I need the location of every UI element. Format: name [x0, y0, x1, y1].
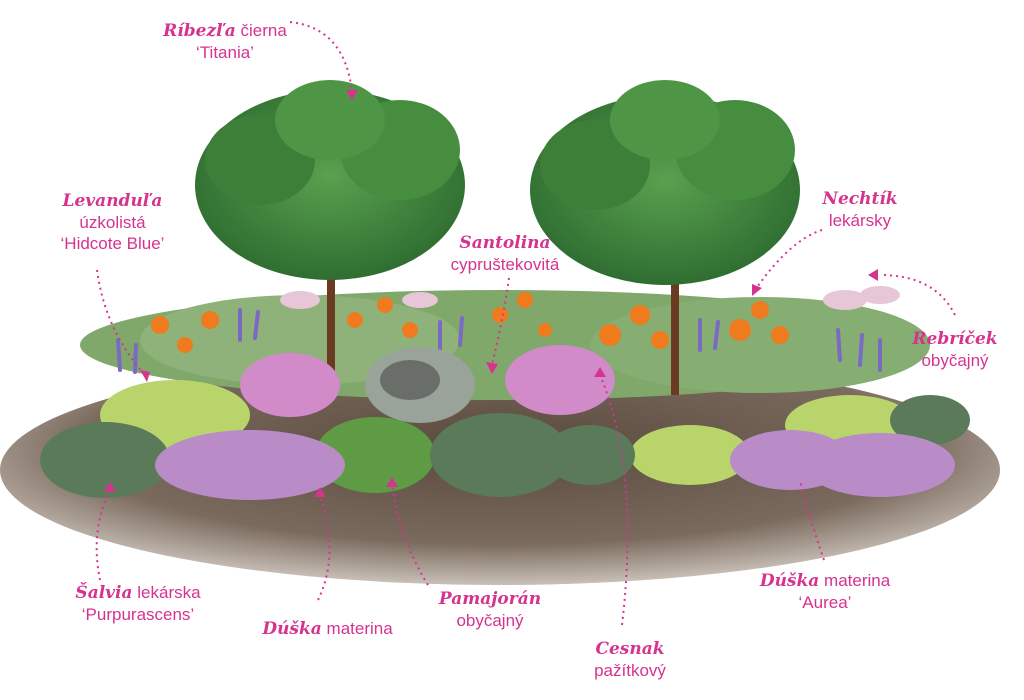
label-santolina-name: Santolina [459, 233, 551, 253]
currant-tree-right [530, 80, 800, 395]
label-salvia-variety: ‘Purpurascens’ [81, 605, 195, 624]
santolina-bush [365, 347, 475, 423]
label-salvia-desc: lekárska [137, 583, 201, 602]
pointer-lines [95, 21, 956, 626]
label-santolina-desc: cypruštekovitá [450, 255, 560, 274]
label-pamajoran: Pamajorán obyčajný [425, 588, 555, 631]
label-duska2-desc: materina [824, 571, 891, 590]
label-duska2-variety: ‘Aurea’ [798, 593, 852, 612]
calendula-flowers [151, 292, 789, 353]
label-duska1-name: Dúška [262, 619, 322, 639]
label-pamajoran-desc: obyčajný [456, 611, 524, 630]
label-nechtik-desc: lekársky [828, 211, 892, 230]
label-santolina: Santolina cypruštekovitá [440, 232, 570, 275]
sage-bushes [40, 395, 970, 498]
label-ribezla-variety: ‘Titania’ [196, 43, 254, 62]
label-salvia-name: Šalvia [75, 583, 133, 603]
chives-mounds [240, 345, 615, 417]
label-rebricek: Rebríček obyčajný [905, 328, 1005, 371]
marjoram-bush [315, 417, 435, 493]
label-pamajoran-name: Pamajorán [438, 589, 542, 609]
label-levandula: Levanduľa úzkolistá ‘Hidcote Blue’ [50, 190, 175, 254]
label-duska1-desc: materina [326, 619, 393, 638]
label-duska-materina: Dúška materina [250, 618, 405, 640]
label-rebricek-desc: obyčajný [921, 351, 989, 370]
lavender-spikes [116, 308, 882, 374]
label-rebricek-name: Rebríček [912, 329, 998, 349]
label-nechtik-name: Nechtík [822, 189, 898, 209]
label-levandula-name: Levanduľa [62, 191, 163, 211]
label-salvia: Šalvia lekárska ‘Purpurascens’ [58, 582, 218, 625]
label-ribezla: Ríbezľa čierna ‘Titania’ [150, 20, 300, 63]
label-levandula-variety: ‘Hidcote Blue’ [60, 234, 165, 253]
label-cesnak: Cesnak pažítkový [575, 638, 685, 681]
label-cesnak-desc: pažítkový [594, 661, 666, 680]
label-nechtik: Nechtík lekársky [815, 188, 905, 231]
currant-tree-left [195, 80, 465, 395]
yarrow-flowers [280, 286, 900, 310]
label-levandula-desc: úzkolistá [79, 213, 146, 232]
label-ribezla-name: Ríbezľa [163, 21, 236, 41]
label-duska2-name: Dúška [759, 571, 820, 591]
label-cesnak-name: Cesnak [595, 639, 665, 659]
label-duska-aurea: Dúška materina ‘Aurea’ [750, 570, 900, 613]
thyme-mounds [155, 430, 955, 500]
pointer-arrowheads [104, 90, 878, 497]
label-ribezla-desc: čierna [240, 21, 287, 40]
